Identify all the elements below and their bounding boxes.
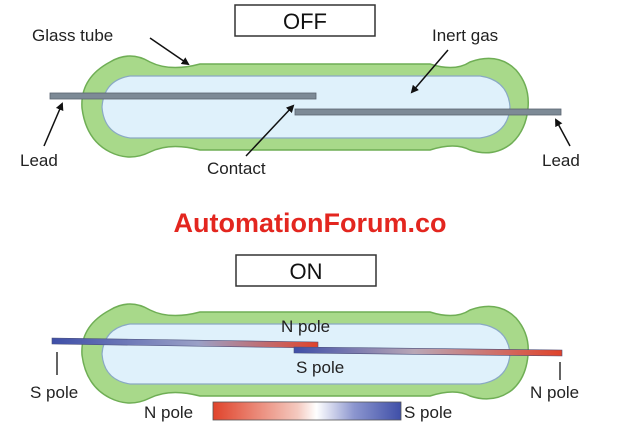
glass-tube-label: Glass tube xyxy=(32,26,113,45)
on-state-box xyxy=(235,254,377,287)
off-reed-left xyxy=(49,92,317,100)
automationforum-watermark: AutomationForum.co xyxy=(174,208,447,238)
lead-left-arrow xyxy=(43,102,64,147)
off-state-label: OFF xyxy=(283,9,327,34)
n-pole-right-label: N pole xyxy=(530,383,579,402)
n-pole-top-label: N pole xyxy=(281,317,330,336)
off-inert-gas-chamber xyxy=(101,75,511,139)
inert-gas-arrow xyxy=(410,49,449,94)
off-section: OFF Glass tube Inert gas Lead Lead Conta… xyxy=(20,4,580,178)
on-state-label: ON xyxy=(290,259,323,284)
magnetic-gradient-bar xyxy=(212,401,402,421)
lead-right-arrow xyxy=(555,118,571,147)
off-reed-right xyxy=(294,108,562,116)
on-section: ON N pole S pole S pole N pole N pole S … xyxy=(30,254,579,422)
off-state-box xyxy=(234,4,376,37)
on-reed-right xyxy=(293,346,563,357)
s-pole-mid-label: S pole xyxy=(296,358,344,377)
glass-tube-arrow xyxy=(149,37,190,66)
inert-gas-label: Inert gas xyxy=(432,26,498,45)
lead-right-label: Lead xyxy=(542,151,580,170)
gradient-s-pole-label: S pole xyxy=(404,403,452,422)
gradient-n-pole-label: N pole xyxy=(144,403,193,422)
contact-arrow xyxy=(245,104,295,157)
lead-left-label: Lead xyxy=(20,151,58,170)
s-pole-left-label: S pole xyxy=(30,383,78,402)
contact-label: Contact xyxy=(207,159,266,178)
